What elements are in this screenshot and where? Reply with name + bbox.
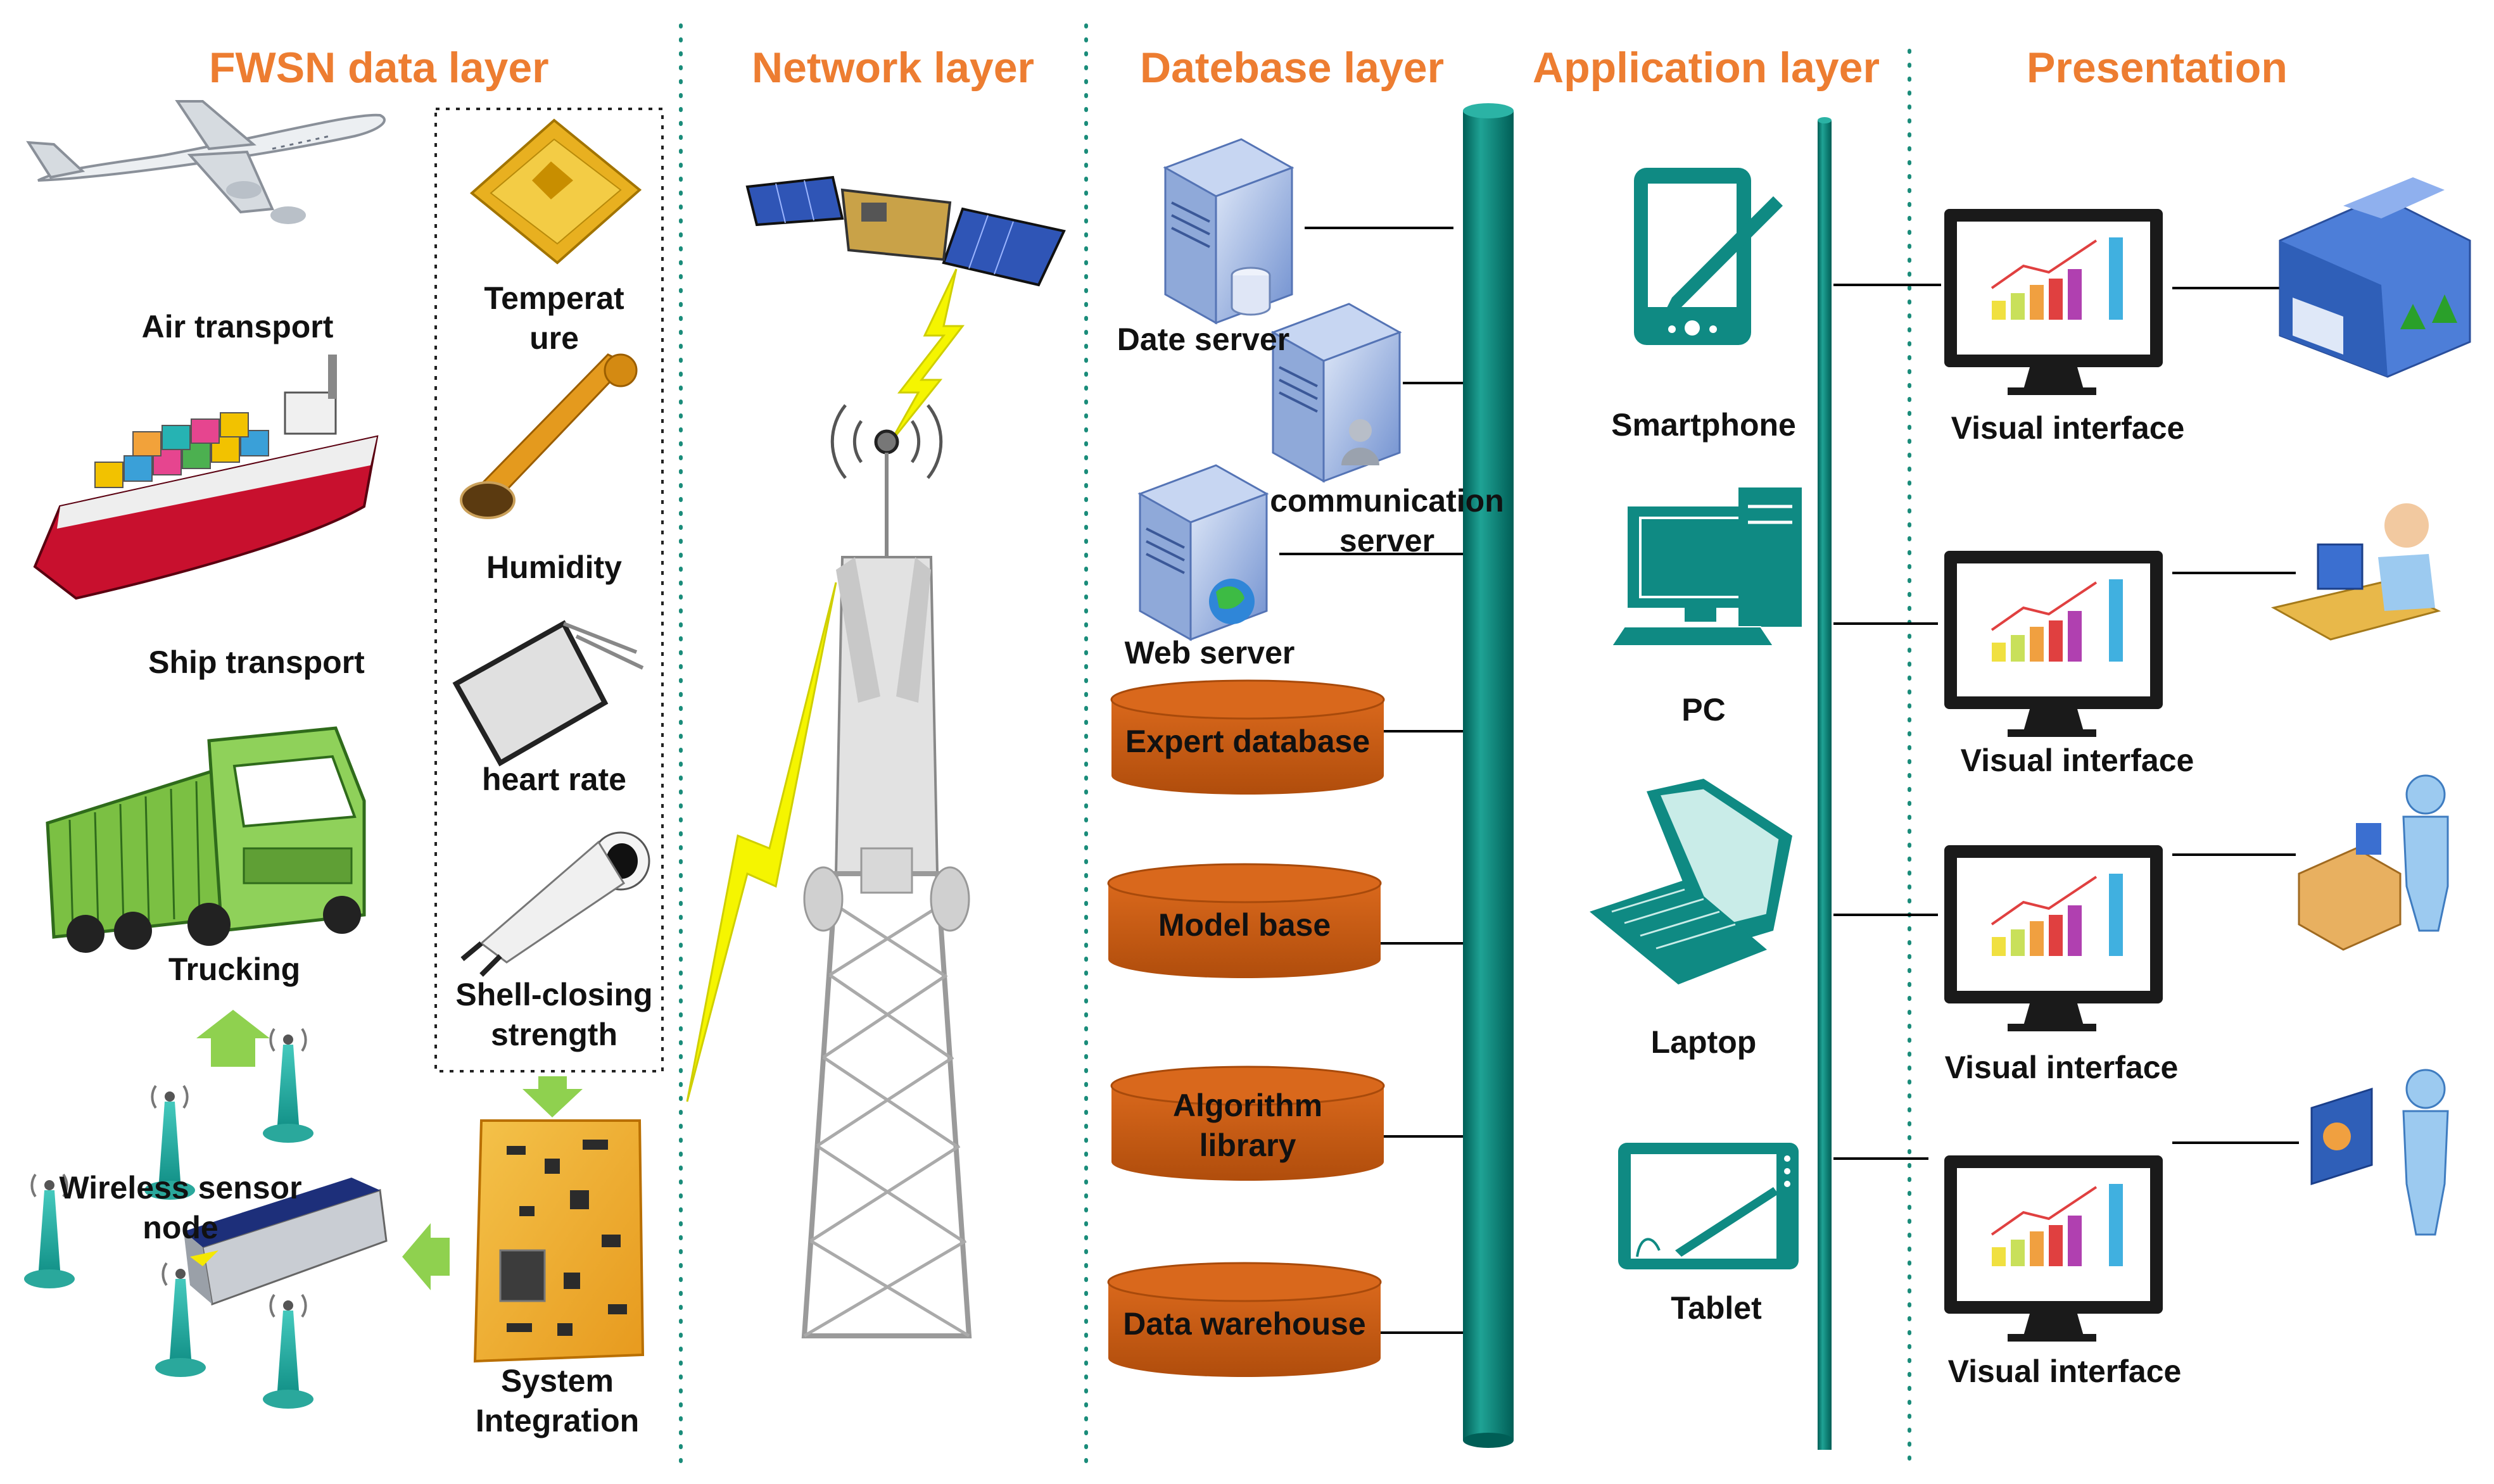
humidity-label: Humidity xyxy=(486,550,622,585)
model-base-label: Model base xyxy=(1158,907,1331,943)
system-integration-label: System Integration xyxy=(475,1363,640,1438)
application-bus xyxy=(1818,117,1832,1450)
heart-rate-sensor-icon xyxy=(452,620,644,767)
antenna-nodes xyxy=(24,1028,313,1409)
communication-server-icon xyxy=(1270,303,1402,483)
application-connectors xyxy=(1833,284,1941,1160)
visual-interface-label-3: Visual interface xyxy=(1944,1050,2179,1085)
temperature-label: Temperat ure xyxy=(484,280,624,356)
lightning-icon-ground xyxy=(686,582,837,1102)
monitor-icon-3 xyxy=(1944,845,2163,1031)
network-layer-heading: Network layer xyxy=(752,44,1034,92)
date-server-icon xyxy=(1163,138,1294,325)
fwsn-layer-heading: FWSN data layer xyxy=(209,44,549,92)
trucking-label: Trucking xyxy=(168,952,301,987)
visual-interface-label-1: Visual interface xyxy=(1951,410,2185,446)
database-layer-heading: Datebase layer xyxy=(1140,44,1445,92)
down-arrow-icon xyxy=(522,1076,583,1117)
laptop-label: Laptop xyxy=(1650,1024,1757,1060)
data-warehouse-cylinder xyxy=(1107,1262,1382,1377)
presentation-connectors xyxy=(2172,287,2299,1144)
tablet-label: Tablet xyxy=(1671,1290,1762,1326)
person-presenting-icon xyxy=(2310,1069,2449,1236)
air-transport-label: Air transport xyxy=(141,309,334,344)
communication-server-label: communication server xyxy=(1270,483,1504,558)
tablet-icon xyxy=(1618,1143,1799,1269)
visual-interface-label-2: Visual interface xyxy=(1960,743,2194,778)
visual-interface-label-4: Visual interface xyxy=(1947,1354,2182,1389)
satellite-icon xyxy=(745,175,1066,287)
shell-closing-strength-label: Shell-closing strength xyxy=(455,977,653,1052)
application-layer-heading: Application layer xyxy=(1533,44,1880,92)
sensor-group-box xyxy=(434,108,664,1072)
airplane-icon xyxy=(26,100,386,224)
pressure-sensor-icon xyxy=(460,831,650,977)
truck-icon xyxy=(46,726,366,953)
expert-database-label: Expert database xyxy=(1125,724,1370,759)
data-warehouse-label: Data warehouse xyxy=(1123,1306,1366,1342)
system-board-icon xyxy=(473,1119,645,1363)
cell-tower-icon xyxy=(801,404,972,1338)
ship-transport-label: Ship transport xyxy=(148,645,365,680)
person-at-desk-icon xyxy=(2270,503,2441,641)
smartphone-icon xyxy=(1634,168,1783,345)
heart-rate-label: heart rate xyxy=(482,762,626,797)
gateway-device-icon xyxy=(184,1178,388,1306)
web-server-icon xyxy=(1137,464,1269,641)
database-connectors xyxy=(1279,227,1463,1334)
laptop-icon xyxy=(1590,779,1792,984)
up-arrow-icon xyxy=(196,1010,270,1067)
web-server-label: Web server xyxy=(1124,635,1295,670)
wireless-sensor-node-label: Wireless sensor node xyxy=(59,1170,302,1245)
left-arrow-icon xyxy=(402,1223,450,1290)
expert-database-cylinder xyxy=(1110,679,1385,795)
algorithm-library-cylinder xyxy=(1110,1066,1385,1181)
building-icon xyxy=(2279,177,2471,378)
lightning-icon-satellite xyxy=(889,268,965,444)
monitor-icon-1 xyxy=(1944,209,2163,395)
temperature-sensor-icon xyxy=(469,118,642,265)
pc-label: PC xyxy=(1681,692,1726,727)
presentation-layer-heading: Presentation xyxy=(2027,44,2288,92)
person-with-box-icon xyxy=(2298,774,2449,951)
date-server-label: Date server xyxy=(1117,322,1290,357)
pc-icon xyxy=(1611,487,1802,646)
monitor-icon-4 xyxy=(1944,1155,2163,1342)
humidity-sensor-icon xyxy=(460,353,638,519)
smartphone-label: Smartphone xyxy=(1611,407,1796,443)
algorithm-library-label: Algorithm library xyxy=(1172,1088,1323,1163)
model-base-cylinder xyxy=(1107,863,1382,978)
monitor-icon-2 xyxy=(1944,551,2163,737)
database-bus xyxy=(1463,103,1514,1448)
cargo-ship-icon xyxy=(33,355,379,600)
